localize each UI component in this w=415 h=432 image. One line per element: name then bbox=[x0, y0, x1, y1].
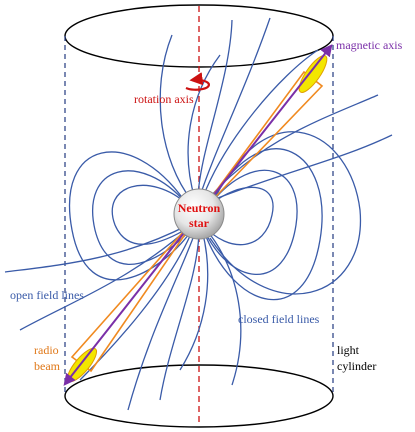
neutron-star-label-line2: star bbox=[189, 216, 210, 230]
closed-field-line bbox=[204, 148, 323, 301]
open-field-line bbox=[179, 229, 209, 371]
open-field-line bbox=[127, 229, 197, 411]
neutron-star-label-line1: Neutron bbox=[178, 201, 221, 215]
closed-field-line bbox=[209, 131, 362, 295]
open-field-line bbox=[187, 54, 221, 200]
magnetic-axis-label: magnetic axis bbox=[336, 38, 403, 52]
open-field-line bbox=[4, 224, 189, 273]
open-field-line bbox=[202, 49, 319, 198]
light-cylinder-label-line2: cylinder bbox=[337, 359, 376, 373]
neutron-star-sphere bbox=[173, 188, 225, 240]
open-field-lines-label: open field lines bbox=[10, 288, 84, 302]
cylinder-bottom-ellipse-front bbox=[64, 395, 334, 428]
neutron-star: Neutron star bbox=[173, 188, 225, 240]
radio-beam-label-line1: radio bbox=[34, 343, 59, 357]
open-field-line bbox=[159, 34, 193, 202]
light-cylinder-label-line1: light bbox=[337, 343, 360, 357]
rotation-axis-label: rotation axis bbox=[134, 92, 194, 106]
rotation-arrow-icon bbox=[185, 72, 210, 91]
radio-beam-label-line2: beam bbox=[34, 359, 61, 373]
open-field-line bbox=[204, 227, 242, 386]
closed-field-lines-label: closed field lines bbox=[238, 312, 320, 326]
radio-beam-disk-upper bbox=[298, 55, 328, 93]
